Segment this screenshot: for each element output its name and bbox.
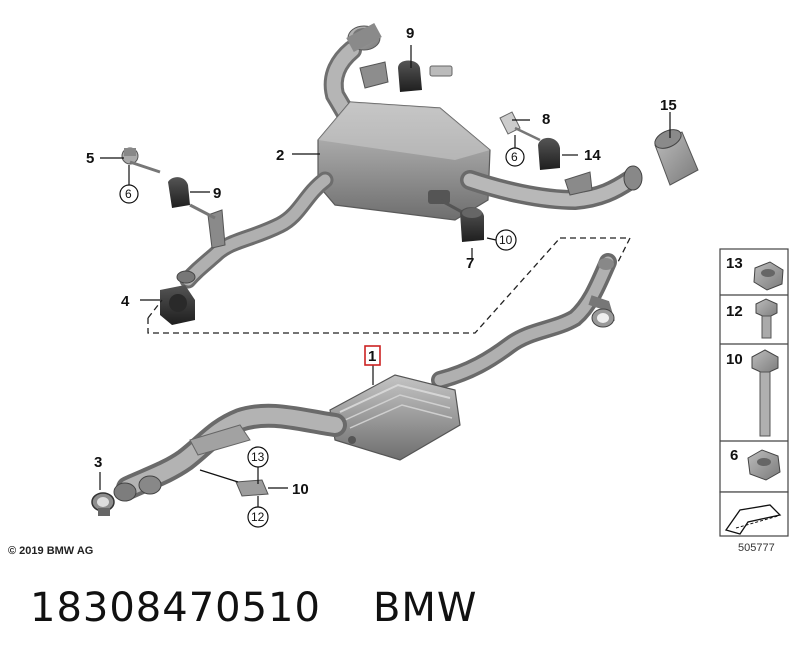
- callout-7: 7: [466, 255, 474, 272]
- rubber-mount-9-top: [398, 60, 453, 92]
- long-bolt-icon: [751, 349, 779, 437]
- rubber-mount-9-left: [168, 177, 216, 220]
- callout-8: 8: [542, 111, 550, 128]
- hardware-label-13: 13: [726, 255, 743, 272]
- location-arrow-icon: [724, 504, 782, 535]
- bracket-5: [121, 147, 161, 174]
- callout-5: 5: [86, 150, 94, 167]
- bracket-11: [235, 479, 269, 497]
- copyright: © 2019 BMW AG: [8, 545, 93, 557]
- rubber-mount-7: [460, 207, 484, 242]
- hardware-panel: 13 12 10 6: [719, 248, 789, 537]
- circled-6-right: 6: [511, 150, 518, 164]
- rear-silencer: [176, 22, 643, 289]
- rubber-mount-14: [538, 137, 560, 170]
- circled-12: 12: [251, 510, 265, 524]
- part-number-line: 18308470510 BMW: [30, 585, 477, 631]
- callout-3: 3: [94, 454, 102, 471]
- callout-11: 10: [292, 481, 309, 498]
- brand: BMW: [372, 585, 478, 631]
- callout-4: 4: [121, 293, 130, 310]
- mount-4: [160, 285, 195, 325]
- clamp-3: [91, 492, 115, 516]
- front-pipe-catalytic-converter: [113, 253, 617, 502]
- circled-10: 10: [499, 233, 513, 247]
- leader-lines: [99, 45, 671, 508]
- flange-nut-icon: [753, 261, 784, 291]
- tail-trim-15: [654, 129, 699, 186]
- callout-9-left: 9: [213, 185, 221, 202]
- callout-2: 2: [276, 147, 284, 164]
- part-number: 18308470510: [30, 585, 321, 631]
- callouts: 9 2 5 9 8 14 15 7 4 3 10 1 6 6 10 13 12: [86, 25, 677, 528]
- circled-6-left: 6: [125, 187, 132, 201]
- callout-15: 15: [660, 97, 677, 114]
- callout-14: 14: [584, 147, 601, 164]
- circled-13: 13: [251, 450, 265, 464]
- hex-nut-icon: [747, 449, 781, 481]
- hex-bolt-icon: [755, 298, 778, 339]
- hardware-label-10: 10: [726, 351, 743, 368]
- diagram-number: 505777: [738, 542, 775, 554]
- callout-9-top: 9: [406, 25, 414, 42]
- assembly-outline: [147, 237, 632, 334]
- callout-1-highlight-box: [364, 345, 381, 366]
- hardware-label-6: 6: [730, 447, 738, 464]
- callout-1: 1: [368, 348, 376, 365]
- hardware-label-12: 12: [726, 303, 743, 320]
- bracket-8: [499, 111, 541, 142]
